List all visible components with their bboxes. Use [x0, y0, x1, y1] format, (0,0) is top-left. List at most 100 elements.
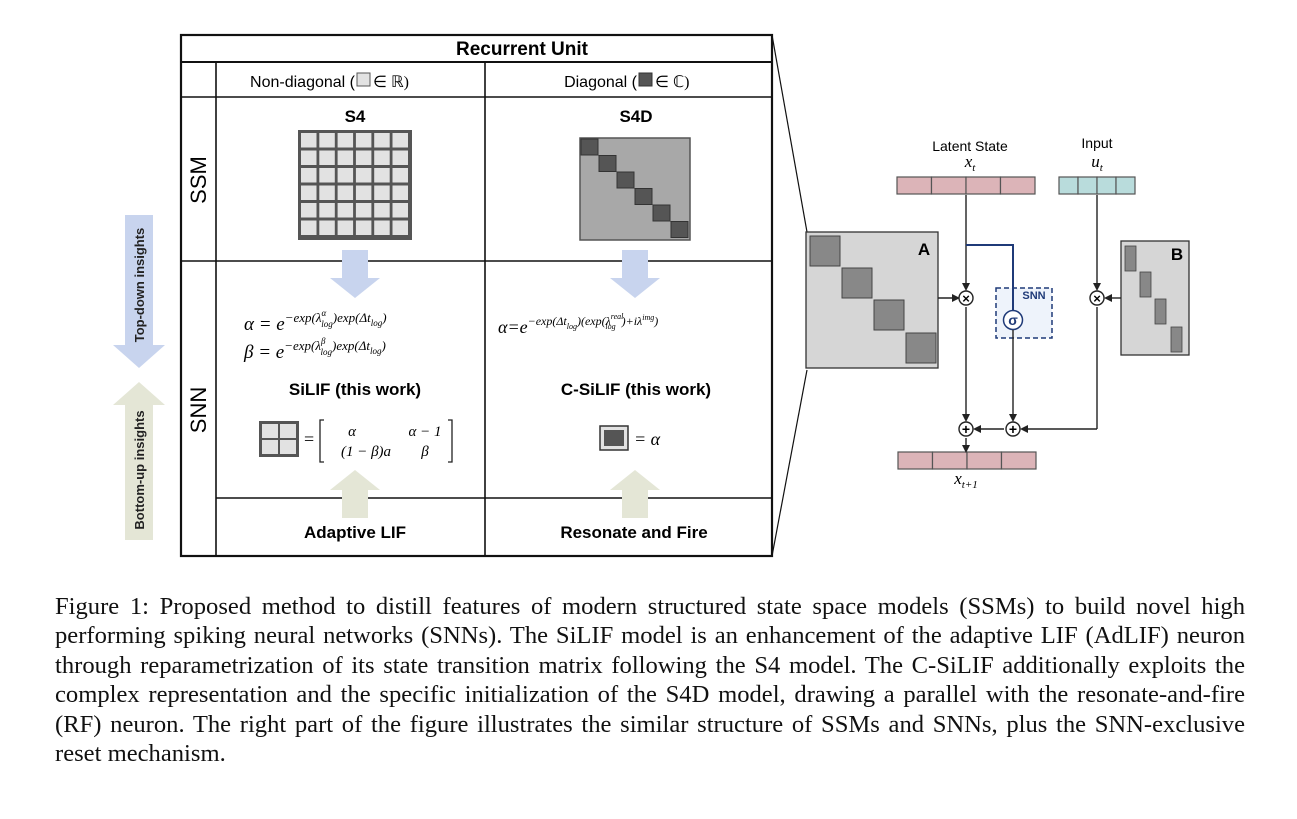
matrix-cell [374, 203, 390, 218]
zoom-lines [771, 34, 808, 557]
ssm-to-snn-arrow-right [610, 250, 660, 298]
c-alpha-lhs: α=e [498, 317, 528, 337]
matrix-cell [301, 203, 317, 218]
diagonal-block [616, 171, 635, 189]
c-alpha-exp3-sup: img [642, 313, 654, 322]
matrix-cell [392, 168, 408, 183]
add-node-left: + [958, 421, 974, 437]
diagonal-block [634, 188, 653, 205]
csilif-label: C-SiLIF (this work) [561, 380, 711, 399]
alpha-lhs: α = e [244, 314, 285, 335]
matrix-cell [319, 203, 335, 218]
latent-state-var: x [964, 152, 973, 171]
matrix-cell [319, 168, 335, 183]
latent-state-label: Latent State [932, 138, 1008, 154]
latent-state-vector [896, 176, 1036, 195]
adaptive-lif-label: Adaptive LIF [304, 523, 406, 542]
c-alpha-exp1-sub: log [567, 322, 577, 331]
matrix-cell [301, 168, 317, 183]
c-alpha-exp2-sup: real [611, 312, 624, 321]
diagonal-block [580, 138, 599, 156]
matrix-b-label: B [1171, 245, 1183, 264]
input-sub: t [1100, 162, 1104, 174]
diagonal-block [670, 221, 689, 238]
vector-cell [1000, 451, 1037, 470]
vector-cell [999, 176, 1036, 195]
beta-exponent: −exp(λ [284, 338, 321, 353]
matrix-cell [337, 150, 354, 165]
alpha-exponent-sub2: log [371, 318, 383, 328]
row-header-ssm: SSM [186, 156, 211, 204]
matrix-cell [355, 220, 372, 235]
matrix-cell [301, 150, 317, 165]
s4d-diagonal-matrix [579, 137, 691, 241]
matrix-cell [392, 133, 408, 148]
matrix-a: A [805, 231, 939, 369]
matrix-cell [374, 133, 390, 148]
matrix-cell [374, 185, 390, 200]
input-vector [1058, 176, 1136, 195]
bottom-up-insights-arrow: Bottom-up insights [113, 382, 165, 540]
c-alpha-exp4: ) [653, 314, 658, 328]
matrix-cell [337, 203, 354, 218]
matrix-cell [337, 220, 354, 235]
add-left-symbol: + [962, 421, 970, 437]
matrix-cell [355, 185, 372, 200]
ssm-snn-diagram: A B Latent State xt Input ut xt+1 [805, 135, 1190, 491]
matrix-equals: = [304, 429, 314, 449]
alpha-exponent-rest: )exp(Δt [332, 310, 371, 325]
c-alpha-exp3: )+iλ [621, 314, 643, 328]
vector-cell [966, 451, 1003, 470]
matrix-cell [355, 133, 372, 148]
snn-box-label: SNN [1022, 290, 1045, 302]
input-label: Input [1081, 135, 1112, 151]
matrix-cell [319, 133, 335, 148]
snn-reset-box: SNN σ [995, 287, 1053, 339]
vector-cell [1115, 176, 1136, 195]
col-header-diagonal-label: Diagonal ( [564, 74, 638, 91]
latent-state-sub: t [972, 162, 976, 174]
matrix-cell [319, 150, 335, 165]
top-down-label: Top-down insights [132, 228, 147, 343]
matrix-cell [337, 168, 354, 183]
alpha-exponent-end: ) [381, 310, 386, 325]
next-state-vector [897, 451, 1037, 470]
svg-text:xt: xt [964, 152, 977, 174]
beta-exponent-sub: log [320, 347, 332, 357]
csilif-block: = α [599, 425, 661, 451]
beta-lhs: β = e [243, 342, 284, 363]
figure-1: Top-down insights Bottom-up insights Rec… [113, 33, 1190, 558]
s4-nondiagonal-matrix [298, 130, 412, 240]
snn-reset-path [966, 244, 1014, 310]
matrix-cell [301, 185, 317, 200]
output-var: x [953, 469, 962, 488]
input-var: u [1091, 152, 1100, 171]
col-header-nondiagonal: Non-diagonal ( ∈ ℝ) [250, 72, 409, 91]
matrix-b: B [1120, 240, 1190, 356]
col-header-diagonal-set: ∈ ℂ) [655, 74, 689, 91]
matrix-cell [374, 168, 390, 183]
matrix-cell [374, 150, 390, 165]
vector-cell [931, 451, 968, 470]
c-alpha-exp2: )(exp(λ [576, 314, 611, 328]
matrix-cell [301, 220, 317, 235]
beta-exponent-end: ) [380, 338, 385, 353]
vector-cell [896, 176, 933, 195]
beta-exponent-sup: β [320, 336, 326, 346]
multiply-node-a: × [958, 290, 974, 306]
matrix-a21: (1 − β)a [341, 444, 391, 460]
multiply-b-symbol: × [1093, 291, 1101, 306]
sigma-symbol: σ [1008, 312, 1018, 328]
matrix-cell [319, 220, 335, 235]
matrix-a22: β [420, 444, 429, 460]
matrix-a12: α − 1 [409, 424, 442, 440]
vector-cell [930, 176, 967, 195]
vector-cell [1096, 176, 1117, 195]
vector-cell [1077, 176, 1098, 195]
vector-cell [897, 451, 934, 470]
multiply-node-b: × [1089, 290, 1105, 306]
s4d-label: S4D [619, 107, 652, 126]
